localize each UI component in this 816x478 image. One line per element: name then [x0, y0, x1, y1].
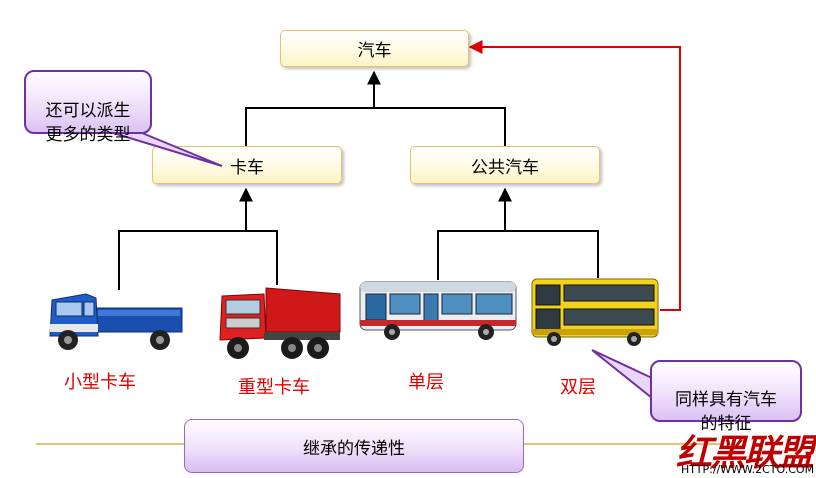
- node-bus: 公共汽车: [410, 146, 600, 184]
- connector-bus-branch: [437, 230, 599, 280]
- callout-same-features-text: 同样具有汽车 的特征: [675, 390, 777, 434]
- callout-same-features: 同样具有汽车 的特征: [650, 360, 802, 434]
- node-truck: 卡车: [152, 146, 342, 184]
- callout-derive-more: 还可以派生 更多的类型: [24, 70, 152, 145]
- label-heavy-truck: 重型卡车: [238, 377, 310, 398]
- label-single-deck: 单层: [408, 372, 444, 393]
- node-car-label: 汽车: [357, 41, 392, 61]
- small-truck-image: [49, 293, 183, 350]
- callout-derive-more-text: 还可以派生 更多的类型: [45, 101, 131, 145]
- feedback-arrow-double-deck-to-car: [468, 40, 681, 311]
- connector-truck-branch: [118, 230, 278, 290]
- double-deck-bus-image: [531, 278, 659, 346]
- node-car: 汽车: [280, 30, 469, 67]
- single-deck-bus-image: [359, 281, 517, 340]
- label-small-truck: 小型卡车: [64, 372, 136, 393]
- node-truck-label: 卡车: [230, 157, 264, 178]
- watermark-logo: 红黑联盟: [676, 432, 814, 474]
- label-double-deck: 双层: [560, 377, 596, 398]
- node-bus-label: 公共汽车: [471, 157, 539, 178]
- heavy-truck-image: [219, 287, 341, 359]
- inheritance-transitivity-box: 继承的传递性: [184, 419, 524, 473]
- inheritance-transitivity-label: 继承的传递性: [303, 438, 405, 459]
- connector-car-branch: [245, 107, 506, 146]
- watermark-url: HTTP://WWW.2CTO.COM: [681, 463, 815, 476]
